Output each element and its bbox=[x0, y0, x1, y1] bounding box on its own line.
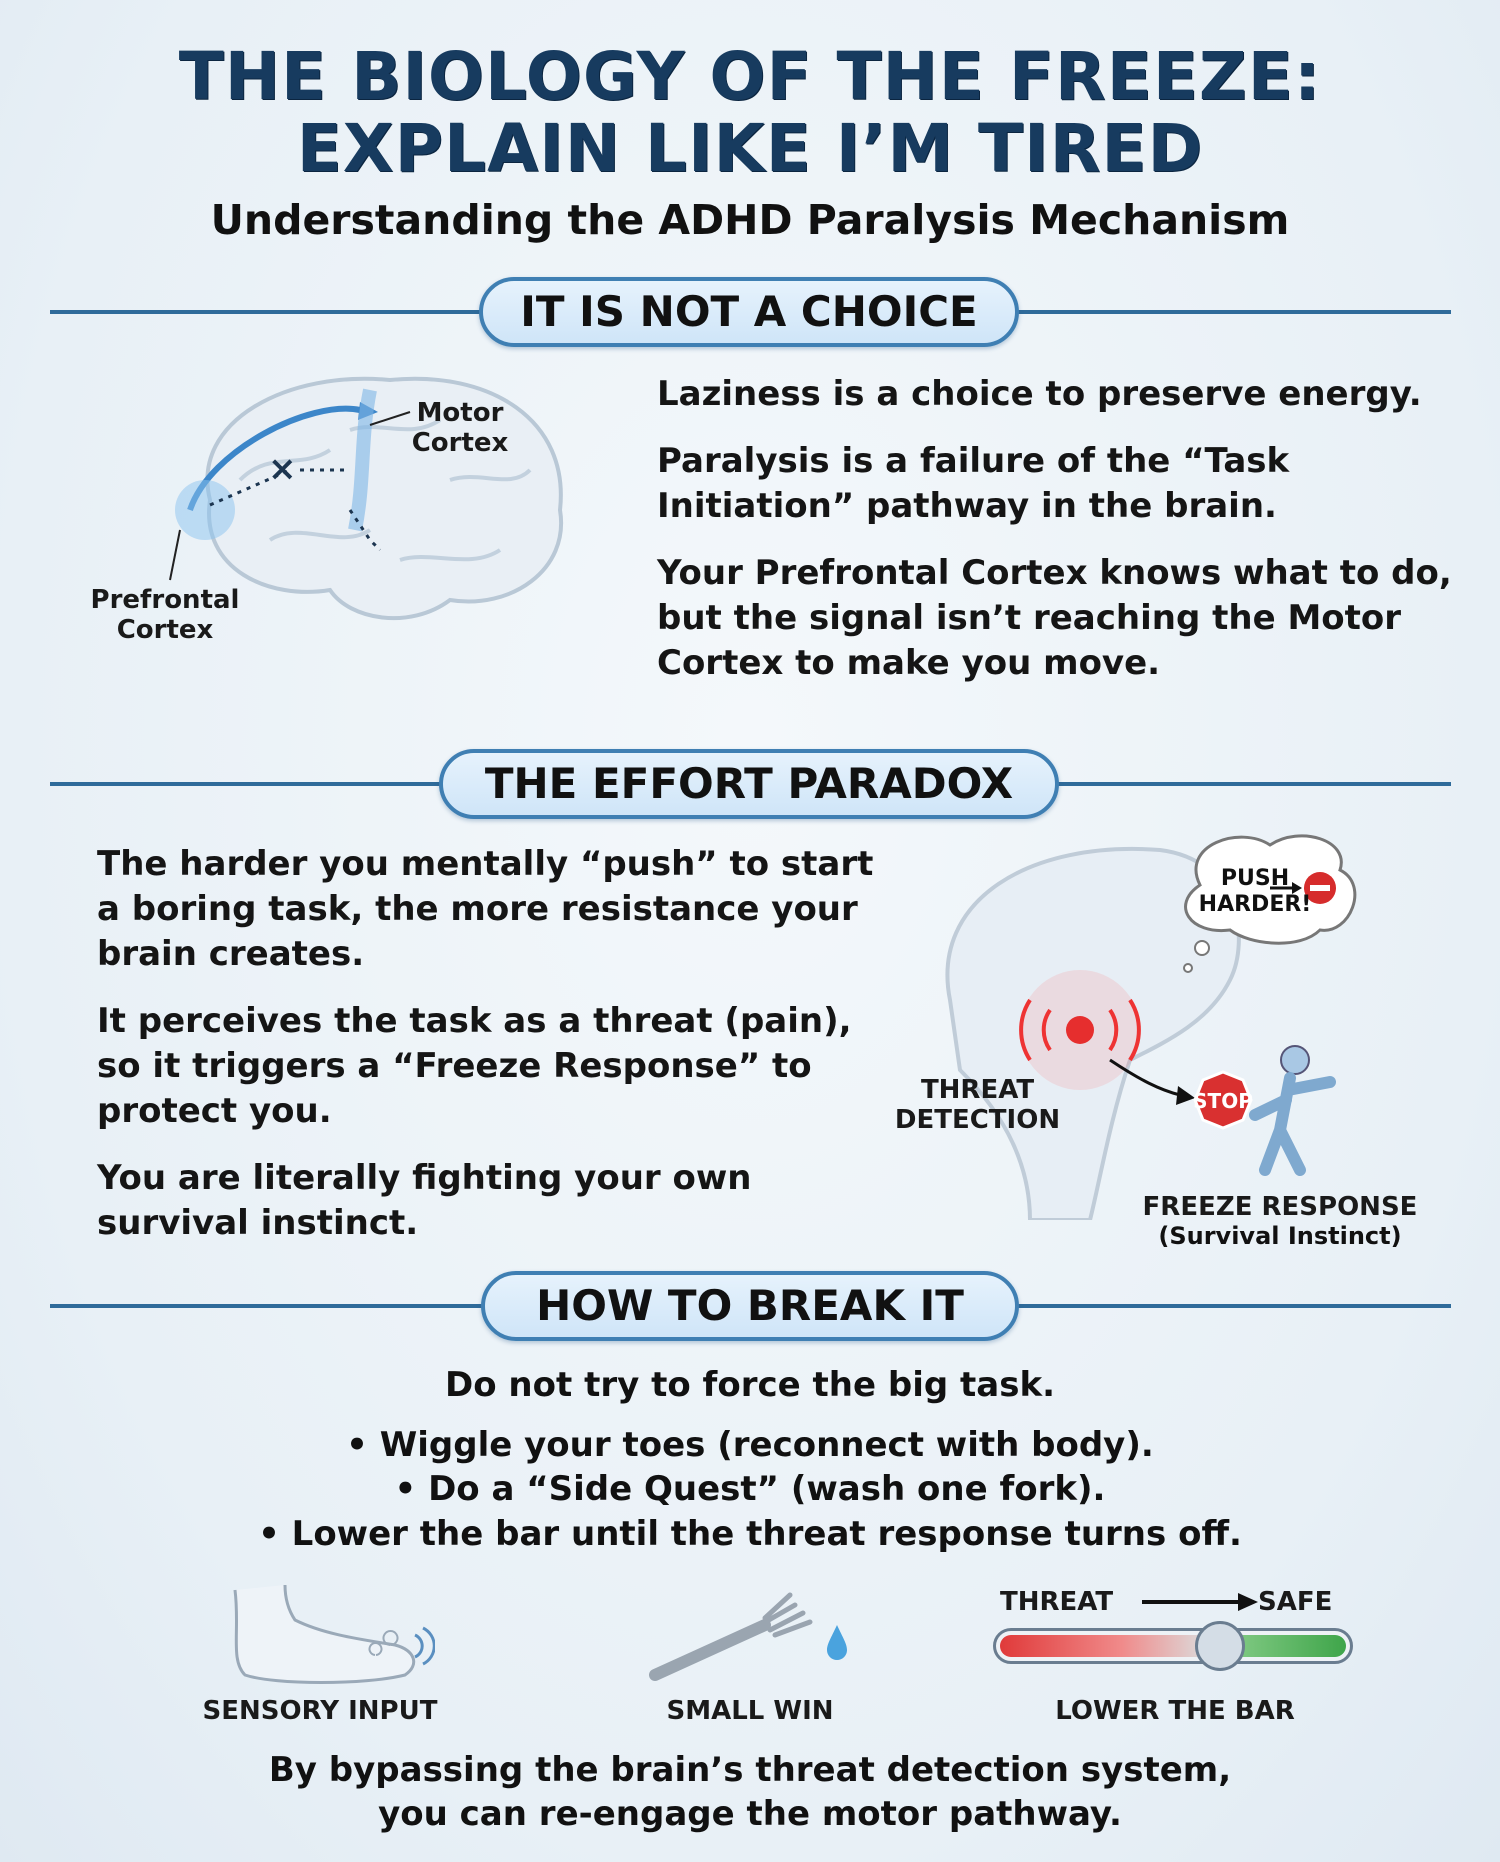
title-line-1: THE BIOLOGY OF THE FREEZE: bbox=[178, 38, 1322, 115]
footer-line-1: By bypassing the brain’s threat detectio… bbox=[268, 1750, 1232, 1790]
slider-knob[interactable] bbox=[1194, 1621, 1245, 1671]
paragraph: You are literally fighting your own surv… bbox=[97, 1158, 752, 1243]
subtitle: Understanding the ADHD Paralysis Mechani… bbox=[210, 196, 1290, 244]
svg-text:×: × bbox=[268, 449, 297, 489]
prefrontal-cortex-label: Prefrontal Cortex bbox=[90, 585, 240, 645]
threat-brain-illustration: STOP bbox=[945, 834, 1357, 1220]
bullet-item: • Do a “Side Quest” (wash one fork). bbox=[394, 1469, 1106, 1509]
threat-safe-slider[interactable] bbox=[993, 1621, 1353, 1671]
paragraph: It perceives the task as a threat (pain)… bbox=[97, 1001, 852, 1131]
section1-text: Laziness is a choice to preserve energy.… bbox=[657, 372, 1457, 708]
lower-the-bar-label: LOWER THE BAR bbox=[1055, 1696, 1295, 1726]
intro-text: Do not try to force the big task. bbox=[445, 1365, 1055, 1405]
motor-cortex-label: Motor Cortex bbox=[411, 398, 509, 458]
paragraph: Laziness is a choice to preserve energy. bbox=[657, 374, 1422, 414]
title-line-2: EXPLAIN LIKE I’M TIRED bbox=[296, 110, 1204, 187]
safe-label: SAFE bbox=[1258, 1587, 1333, 1617]
freeze-response-sublabel: (Survival Instinct) bbox=[1158, 1222, 1402, 1250]
paragraph: Your Prefrontal Cortex knows what to do,… bbox=[657, 553, 1452, 683]
foot-icon bbox=[233, 1584, 435, 1684]
paragraph: Paralysis is a failure of the “Task Init… bbox=[657, 441, 1290, 526]
stop-sign-text: STOP bbox=[1193, 1089, 1253, 1113]
section-heading-not-a-choice: IT IS NOT A CHOICE bbox=[479, 277, 1019, 347]
paragraph: The harder you mentally “push” to start … bbox=[97, 844, 874, 974]
threat-label: THREAT bbox=[1000, 1587, 1114, 1617]
footer-line-2: you can re-engage the motor pathway. bbox=[378, 1794, 1122, 1834]
section-heading-effort-paradox: THE EFFORT PARADOX bbox=[439, 749, 1059, 819]
section-heading-how-to-break-it: HOW TO BREAK IT bbox=[481, 1271, 1019, 1341]
sensory-input-label: SENSORY INPUT bbox=[202, 1696, 438, 1726]
section2-text: The harder you mentally “push” to start … bbox=[97, 842, 877, 1268]
threat-detection-label: THREAT DETECTION bbox=[894, 1075, 1061, 1135]
small-win-label: SMALL WIN bbox=[666, 1696, 834, 1726]
brain-pathway-illustration: × bbox=[169, 376, 564, 621]
slider-track bbox=[1000, 1635, 1346, 1657]
freeze-response-label: FREEZE RESPONSE bbox=[1142, 1192, 1418, 1222]
bullet-item: • Lower the bar until the threat respons… bbox=[258, 1514, 1242, 1554]
push-harder-bubble-text: PUSH HARDER! bbox=[1198, 866, 1312, 917]
arrow-right-icon bbox=[1142, 1593, 1258, 1611]
bullet-item: • Wiggle your toes (reconnect with body)… bbox=[346, 1425, 1154, 1465]
fork-icon bbox=[649, 1592, 847, 1681]
